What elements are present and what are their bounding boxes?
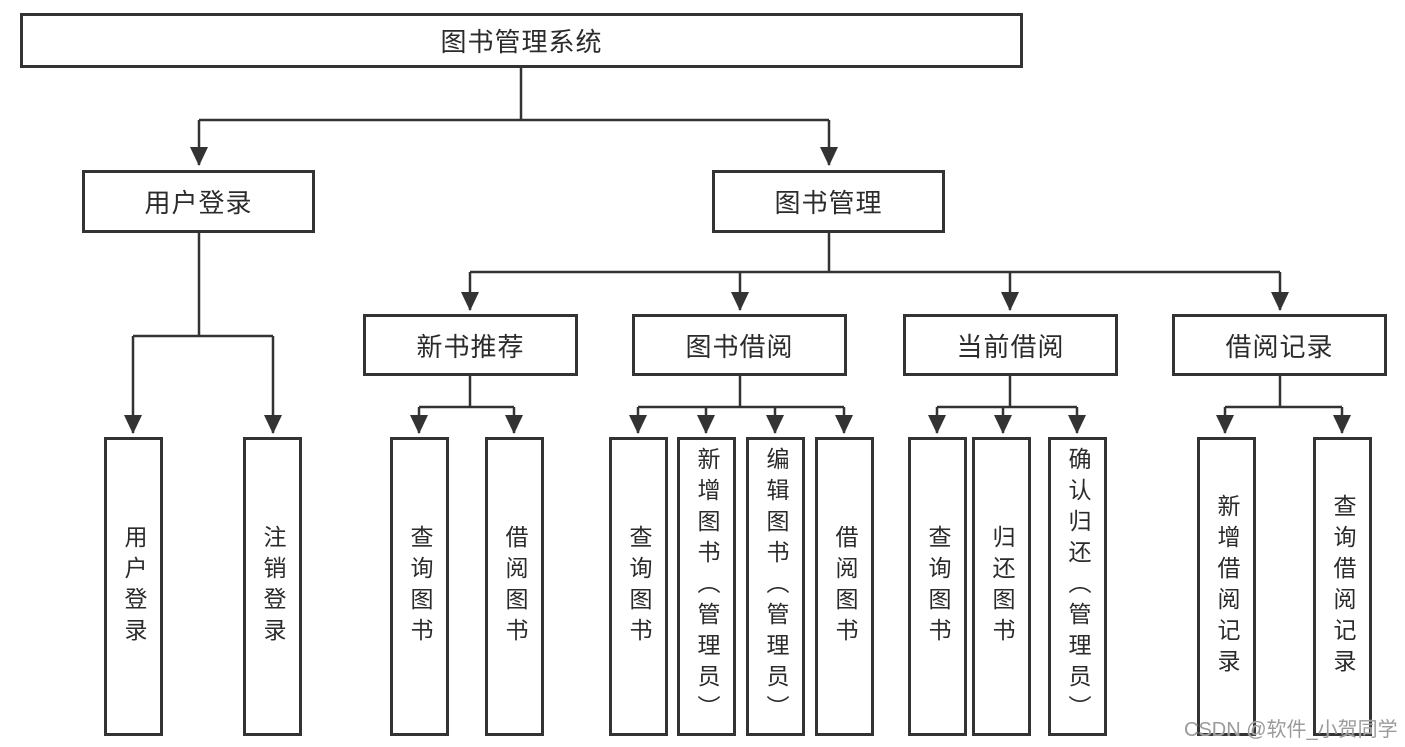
node-label: 新书推荐 [416, 331, 525, 362]
leaf-nbr-query-books: 查询图书 [390, 437, 449, 736]
leaf-br-query-borrow-record: 查询借阅记录 [1313, 437, 1372, 736]
node-label: 注销登录 [260, 524, 286, 649]
node-label: 借阅记录 [1225, 331, 1334, 362]
node-label: 用户登录 [121, 524, 147, 649]
node-current-borrowing: 当前借阅 [903, 314, 1118, 376]
leaf-cb-return-books: 归还图书 [972, 437, 1031, 736]
csdn-watermark: CSDN @软件_小贺同学 [1184, 719, 1398, 741]
leaf-user-login: 用户登录 [104, 437, 163, 736]
node-label: 借阅图书 [832, 524, 858, 649]
leaf-bb-query-books: 查询图书 [609, 437, 668, 736]
node-label: 图书管理 [774, 188, 883, 218]
node-label: 编辑图书（管理员） [763, 447, 789, 726]
node-borrowing-records: 借阅记录 [1172, 314, 1387, 376]
leaf-cb-confirm-return-admin: 确认归还（管理员） [1048, 437, 1107, 736]
node-label: 查询图书 [925, 524, 951, 649]
node-label: 确认归还（管理员） [1065, 447, 1091, 726]
leaf-bb-edit-books-admin: 编辑图书（管理员） [746, 437, 805, 736]
node-label: 新增图书（管理员） [694, 447, 720, 726]
node-label: 归还图书 [989, 524, 1015, 649]
leaf-logout: 注销登录 [243, 437, 302, 736]
node-user-login: 用户登录 [82, 170, 315, 233]
node-label: 查询借阅记录 [1330, 493, 1356, 680]
leaf-nbr-borrow-books: 借阅图书 [485, 437, 544, 736]
node-book-management: 图书管理 [712, 170, 945, 233]
leaf-cb-query-books: 查询图书 [908, 437, 967, 736]
node-label: 用户登录 [144, 188, 253, 218]
leaf-bb-add-books-admin: 新增图书（管理员） [677, 437, 736, 736]
node-root-library-management-system: 图书管理系统 [20, 13, 1023, 68]
leaf-bb-borrow-books: 借阅图书 [815, 437, 874, 736]
node-new-book-recommend: 新书推荐 [363, 314, 578, 376]
node-label: 当前借阅 [956, 331, 1065, 362]
leaf-br-add-borrow-record: 新增借阅记录 [1197, 437, 1256, 736]
node-label: 查询图书 [407, 524, 433, 649]
node-label: 新增借阅记录 [1214, 493, 1240, 680]
node-label: 借阅图书 [502, 524, 528, 649]
node-label: 查询图书 [626, 524, 652, 649]
node-book-borrowing: 图书借阅 [632, 314, 847, 376]
node-label: 图书借阅 [685, 331, 794, 362]
node-label: 图书管理系统 [440, 27, 603, 57]
